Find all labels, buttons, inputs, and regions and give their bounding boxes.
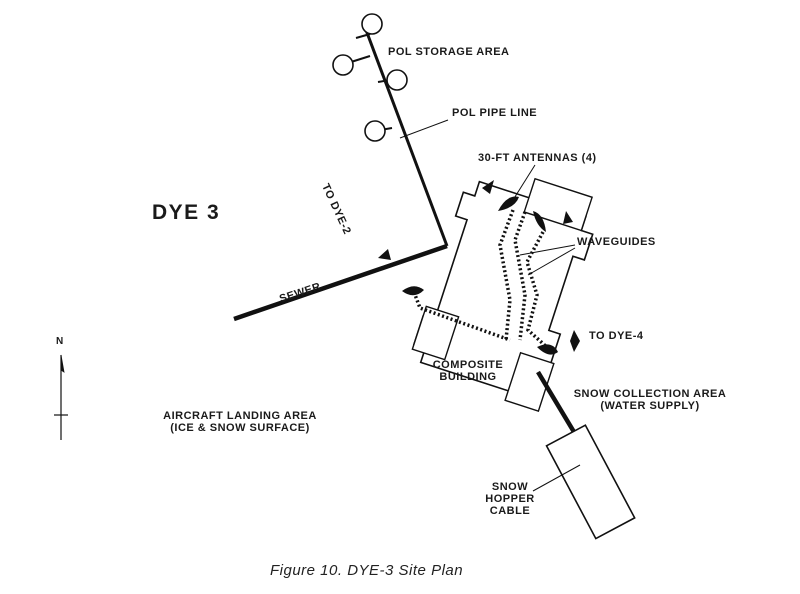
- label-snow-collection: SNOW COLLECTION AREA (WATER SUPPLY): [565, 388, 735, 412]
- label-snow-hopper-line2: HOPPER: [485, 493, 535, 505]
- label-snow-collection-line2: (WATER SUPPLY): [600, 400, 700, 412]
- label-to-dye4: TO DYE-4: [589, 330, 644, 342]
- label-antennas: 30-FT ANTENNAS (4): [478, 152, 597, 164]
- label-composite-line2: BUILDING: [439, 371, 497, 383]
- antenna-1: [498, 196, 519, 211]
- arrow-upper-left: [482, 180, 494, 194]
- waveguides-leader-1: [519, 244, 576, 256]
- snow-collection-area: [545, 424, 636, 540]
- antenna-3: [402, 286, 424, 296]
- storage-tank-1: [361, 13, 383, 35]
- storage-tank-4: [364, 120, 386, 142]
- arrow-to-dye2: [378, 249, 391, 260]
- label-snow-hopper-line3: CABLE: [489, 505, 531, 517]
- label-composite-line1: COMPOSITE: [432, 359, 504, 371]
- direction-arrows: [378, 180, 580, 352]
- storage-tank-3: [386, 69, 408, 91]
- storage-tank-2: [332, 54, 354, 76]
- pol-pipe-leader: [399, 119, 449, 139]
- label-pol-pipe-line: POL PIPE LINE: [452, 107, 538, 119]
- label-waveguides: WAVEGUIDES: [577, 236, 656, 248]
- sewer-line: [233, 243, 448, 322]
- label-snow-collection-line1: SNOW COLLECTION AREA: [573, 388, 727, 400]
- waveguides-leader-2: [527, 247, 576, 276]
- label-snow-hopper-cable: SNOW HOPPER CABLE: [480, 481, 540, 517]
- antenna-2: [533, 211, 546, 232]
- label-north: N: [56, 336, 64, 347]
- arrow-upper-right: [563, 211, 573, 224]
- north-arrow: [54, 354, 68, 440]
- waveguides: [412, 209, 552, 352]
- label-snow-hopper-line1: SNOW: [491, 481, 529, 493]
- diagram-title: DYE 3: [152, 201, 221, 224]
- label-composite-building: COMPOSITE BUILDING: [420, 359, 516, 383]
- label-pol-storage-area: POL STORAGE AREA: [388, 46, 510, 58]
- pol-pipe-line: [361, 21, 449, 247]
- label-aircraft-landing: AIRCRAFT LANDING AREA (ICE & SNOW SURFAC…: [150, 410, 330, 434]
- label-aircraft-line1: AIRCRAFT LANDING AREA: [163, 410, 317, 422]
- label-aircraft-line2: (ICE & SNOW SURFACE): [170, 422, 310, 434]
- pol-storage-tanks: [332, 13, 408, 142]
- arrow-to-dye4: [570, 330, 580, 352]
- figure-caption: Figure 10. DYE-3 Site Plan: [270, 562, 464, 579]
- hopper-cable-leader: [532, 464, 581, 492]
- composite-building: [411, 177, 594, 413]
- antennas-leader: [512, 164, 536, 201]
